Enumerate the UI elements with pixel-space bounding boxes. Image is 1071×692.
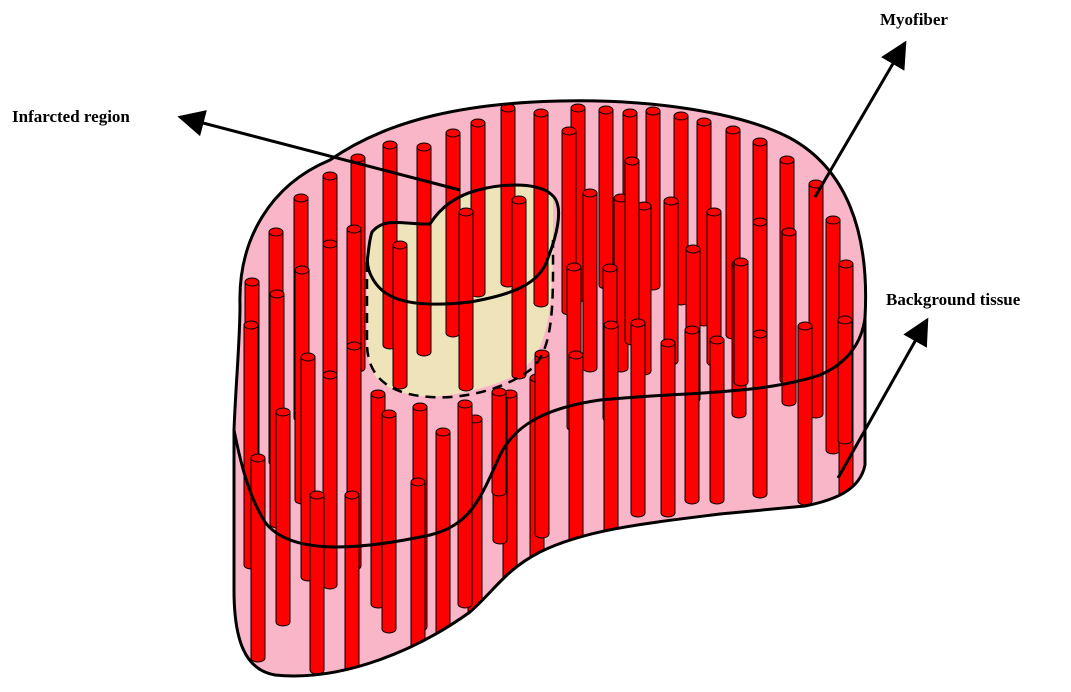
myofiber xyxy=(798,322,812,505)
myofiber xyxy=(569,351,583,549)
myofiber-arrow xyxy=(815,43,905,197)
myofiber xyxy=(604,321,618,549)
myofiber xyxy=(458,400,472,608)
myofiber xyxy=(661,339,675,517)
myofiber xyxy=(276,408,290,626)
myofiber xyxy=(583,189,597,372)
myofiber xyxy=(411,478,425,661)
myofiber xyxy=(838,316,852,444)
myofiber xyxy=(631,319,645,517)
myofiber xyxy=(393,241,407,389)
myofiber xyxy=(459,208,473,391)
myofiber xyxy=(382,410,396,633)
myofiber xyxy=(710,336,724,504)
myofiber xyxy=(323,371,337,589)
myofiber xyxy=(753,330,767,498)
myofiber xyxy=(535,350,549,538)
myofiber xyxy=(734,258,748,386)
myofiber xyxy=(345,491,359,674)
myofiber xyxy=(599,106,613,289)
background-tissue-label: Background tissue xyxy=(886,290,1021,309)
infarcted-region-label: Infarcted region xyxy=(12,107,130,126)
myofiber xyxy=(685,326,699,504)
myofiber xyxy=(251,454,265,662)
myofiber xyxy=(625,157,639,345)
myofiber xyxy=(310,491,324,674)
myofiber xyxy=(417,143,431,356)
myofiber xyxy=(446,129,460,337)
myofiber xyxy=(492,388,506,496)
myofiber xyxy=(782,228,796,406)
myofiber xyxy=(436,428,450,656)
myofiber-label: Myofiber xyxy=(880,10,948,29)
